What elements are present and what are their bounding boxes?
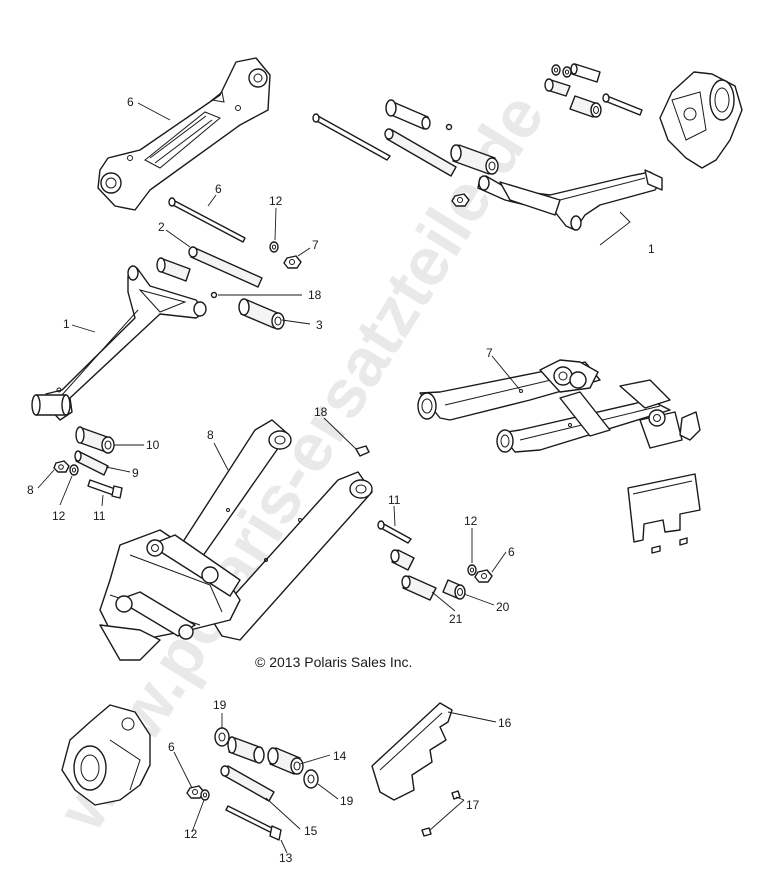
- callout-18-mid: 18: [314, 405, 328, 419]
- part-20-bushing: [442, 579, 466, 600]
- callout-6-bottom: 6: [168, 740, 175, 754]
- part-13-bolt: [225, 805, 282, 841]
- part-2-shaft: [188, 246, 263, 288]
- callout-12-bottom: 12: [184, 827, 198, 841]
- fitting-18-upper: [210, 291, 218, 299]
- callout-11-left: 11: [93, 509, 106, 523]
- bushing-top: [450, 144, 499, 175]
- part-19-washer-b: [303, 769, 319, 789]
- bracket-plate-right: [627, 473, 701, 554]
- leader-lines: [37, 102, 631, 854]
- callout-2: 2: [158, 220, 165, 234]
- callout-13: 13: [279, 851, 293, 865]
- part-7-swingarm: [417, 359, 701, 453]
- nut-6-bottom: [186, 785, 205, 799]
- knuckle-bottom-left: [61, 704, 151, 806]
- callout-18-upper: 18: [308, 288, 322, 302]
- part-11-bolt-left: [87, 479, 123, 499]
- nut-6-left: [53, 460, 70, 473]
- fitting-top: [445, 123, 453, 131]
- callout-12-mid: 12: [464, 514, 478, 528]
- washer-12-bottom: [200, 789, 210, 801]
- callout-11-mid: 11: [388, 493, 401, 507]
- nut-6-mid: [474, 569, 493, 583]
- callouts: 6 6 2 12 7 18 3 1 1 10 9 8 12 11 8 7 18 …: [27, 95, 655, 865]
- callout-12-left: 12: [52, 509, 66, 523]
- bolt-top-right-2: [602, 93, 643, 116]
- pin-top: [385, 99, 431, 130]
- callout-17: 17: [466, 798, 480, 812]
- part-14-bushing: [267, 747, 304, 775]
- callout-1-left: 1: [63, 317, 70, 331]
- washer-top-right-b: [562, 66, 572, 78]
- callout-3: 3: [316, 318, 323, 332]
- bushing-bottom: [227, 736, 265, 764]
- callout-9: 9: [132, 466, 139, 480]
- part-4-plate: [97, 57, 271, 211]
- part-11-bolt-mid: [377, 520, 412, 544]
- bushing-top-right-2: [569, 95, 602, 118]
- washer-12-left: [69, 464, 79, 476]
- part-10-bushing: [75, 426, 115, 454]
- callout-6-left: 8: [27, 483, 34, 497]
- knuckle-top-right: [659, 71, 743, 169]
- shaft-top: [384, 128, 457, 177]
- part-5-bolt: [168, 197, 246, 243]
- nut-6-upper: [283, 255, 302, 269]
- part-1-arm-right: [477, 169, 663, 231]
- part-3-bushing: [238, 298, 285, 330]
- callout-19-a: 19: [213, 698, 227, 712]
- callout-15: 15: [304, 824, 318, 838]
- copyright-notice: © 2013 Polaris Sales Inc.: [255, 654, 412, 670]
- bushing-top-right: [544, 78, 571, 97]
- washer-top-right-a: [551, 64, 561, 76]
- callout-16: 16: [498, 716, 512, 730]
- part-1-arm-left: [31, 265, 207, 421]
- part-15-shaft: [220, 765, 275, 802]
- callout-4: 6: [127, 95, 134, 109]
- callout-12-upper: 12: [269, 194, 283, 208]
- long-bolt-top: [312, 113, 391, 161]
- part-17-screw-b: [421, 827, 432, 837]
- part-21-shaft: [401, 575, 437, 601]
- part-16-guard: [371, 702, 453, 801]
- part-8-swingarm: [99, 419, 373, 661]
- washer-12-upper: [269, 241, 279, 253]
- callout-5: 6: [215, 182, 222, 196]
- callout-21: 21: [449, 612, 463, 626]
- part-19-washer-a: [214, 727, 230, 747]
- bolt-top-right: [570, 63, 601, 83]
- part-17-screw-a: [451, 790, 461, 800]
- callout-6-mid: 6: [508, 545, 515, 559]
- callout-6-upper: 7: [312, 238, 319, 252]
- bushing-upper-left: [156, 257, 191, 282]
- callout-14: 14: [333, 749, 347, 763]
- part-21-sleeve: [390, 549, 415, 571]
- part-9-sleeve: [74, 450, 109, 476]
- callout-7: 7: [486, 346, 493, 360]
- nut-top: [451, 193, 470, 207]
- callout-8: 8: [207, 428, 214, 442]
- callout-1-right: 1: [648, 242, 655, 256]
- callout-10: 10: [146, 438, 160, 452]
- callout-19-b: 19: [340, 794, 354, 808]
- washer-12-mid: [467, 564, 477, 576]
- callout-20: 20: [496, 600, 510, 614]
- fitting-18-mid: [355, 445, 370, 457]
